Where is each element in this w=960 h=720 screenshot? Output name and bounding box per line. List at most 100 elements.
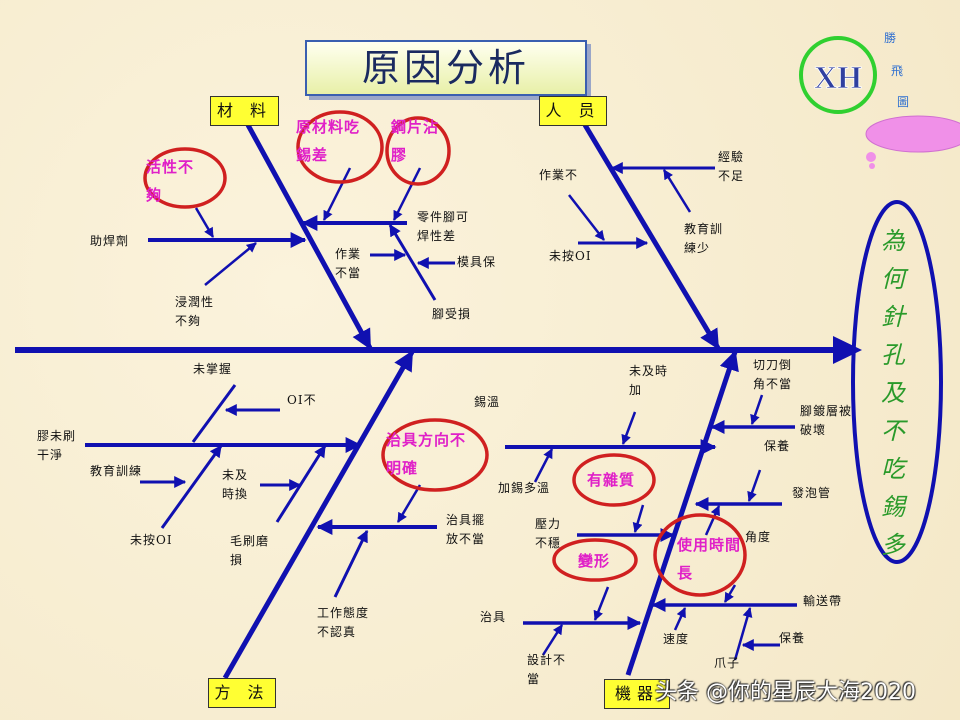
- label-flux: 助焊劑: [90, 234, 130, 248]
- logo-char: 圖: [897, 95, 909, 109]
- branch-not-added: [621, 411, 637, 445]
- branch-design: [541, 624, 564, 656]
- branch-plating: [750, 394, 764, 425]
- logo-char: 飛: [891, 64, 903, 78]
- label-plating: 腳鍍層被 破壞: [800, 404, 853, 437]
- highlight-circle-raw-material: [296, 110, 384, 184]
- page-title: 原因分析: [305, 40, 587, 96]
- logo-ring: [799, 36, 877, 114]
- label-cutter: 切刀倒 角不當: [753, 358, 793, 391]
- effect-char: 及: [881, 379, 905, 407]
- label-training: 教育訓 練少: [684, 222, 724, 255]
- label-fixture-placement: 治具擺 放不當: [446, 513, 486, 546]
- branch-claw: [733, 607, 753, 661]
- highlight-circle-stencil-glue: [385, 116, 451, 186]
- effect-char: 錫: [881, 493, 905, 521]
- branch-activity: [194, 207, 215, 238]
- label-design: 設計不 當: [527, 653, 567, 686]
- effect-char: 針: [881, 303, 905, 331]
- label-experience: 經驗 不足: [718, 150, 745, 183]
- logo-text: XH: [814, 59, 862, 95]
- label-conveyor: 輸送帶: [803, 594, 843, 608]
- label-foam-tube: 發泡管: [792, 486, 832, 500]
- label-speed: 速度: [663, 632, 690, 646]
- highlight-circle-deform: [552, 538, 638, 582]
- label-operation: 作業 不當: [335, 247, 362, 280]
- label-not-added: 未及時 加: [629, 364, 669, 397]
- logo-cloud-bubble: [866, 152, 876, 162]
- category-material: 材 料: [210, 96, 279, 126]
- label-not-follow-oi: 未按OI: [549, 249, 592, 263]
- label-oi-not: OI不: [287, 393, 317, 407]
- branch-raw-material: [322, 167, 352, 221]
- branch-angle: [704, 505, 721, 536]
- label-add-solder: 加錫多溫: [498, 481, 551, 495]
- branch-deform: [593, 586, 610, 621]
- branch-add-solder: [533, 448, 554, 483]
- logo-cloud-bubble: [869, 163, 875, 169]
- highlight-circle-activity: [143, 147, 227, 209]
- branch-maintenance1: [747, 469, 762, 502]
- effect-char: 為: [881, 227, 905, 255]
- spine-arrowhead: [833, 336, 862, 364]
- effect-label: 為何針孔及不吃錫多: [868, 222, 918, 564]
- label-impurity: 有雜質: [587, 471, 636, 489]
- category-method: 方 法: [208, 678, 276, 708]
- label-not-follow-oi-method: 未按OI: [130, 533, 173, 547]
- effect-char: 不: [881, 417, 905, 445]
- branch-stencil-glue: [392, 167, 422, 221]
- branch-attitude: [333, 529, 369, 598]
- branch-fixture-direction: [396, 484, 422, 523]
- label-unmastered: 未掌握: [193, 362, 233, 376]
- label-wetting: 浸潤性 不夠: [175, 295, 215, 328]
- category-people: 人 员: [539, 96, 607, 126]
- label-brush-worn: 毛刷磨 損: [230, 534, 270, 567]
- branch-usage-time: [723, 584, 737, 603]
- highlight-circle-usage-time: [653, 513, 747, 597]
- branch-pin-damage: [388, 223, 437, 301]
- bone-method: [222, 350, 415, 680]
- label-not-replaced: 未及 時換: [222, 468, 249, 501]
- label-usage-time: 使用時間 長: [677, 536, 742, 582]
- label-part-solderability: 零件腳可 焊性差: [417, 210, 470, 243]
- watermark: 头条 @你的星辰大海2020: [655, 680, 916, 705]
- label-maintenance2: 保養: [779, 631, 806, 645]
- bone-people: [582, 123, 721, 350]
- logo-cloud: [865, 115, 960, 153]
- branch-impurity: [632, 504, 645, 533]
- label-maintenance1: 保養: [764, 439, 791, 453]
- label-stencil-glue: 鋼片沾 膠: [391, 118, 440, 164]
- label-pressure: 壓力 不穩: [535, 517, 562, 550]
- label-fixture-direction: 治具方向不 明確: [386, 431, 467, 477]
- label-pin-damage: 腳受損: [432, 307, 472, 321]
- label-operation-people: 作業不: [539, 168, 579, 182]
- label-mold: 模具保: [457, 255, 497, 269]
- label-fixture: 治具: [480, 610, 507, 624]
- label-angle: 角度: [745, 530, 772, 544]
- category-machine: 機器: [604, 679, 670, 709]
- effect-char: 孔: [881, 341, 905, 369]
- label-activity: 活性不 夠: [146, 158, 195, 204]
- branch-unmastered: [191, 384, 237, 443]
- logo-char: 勝: [884, 30, 896, 45]
- logo: XH 勝 飛 圖: [799, 30, 960, 169]
- bone-material: [245, 123, 373, 350]
- bone-machine: [625, 350, 739, 676]
- highlight-circle-impurity: [572, 453, 656, 507]
- effect-ellipse: [851, 200, 943, 564]
- effect-char: 多: [881, 531, 905, 559]
- effect-char: 何: [881, 265, 905, 293]
- label-training-method: 教育訓練: [90, 464, 143, 478]
- branch-operation-people: [568, 194, 605, 241]
- label-attitude: 工作態度 不認真: [317, 606, 370, 639]
- branch-speed: [673, 607, 687, 631]
- label-solder-temp: 錫溫: [474, 395, 501, 409]
- label-raw-material: 原材料吃 錫差: [296, 118, 361, 164]
- branch-training: [662, 169, 692, 213]
- branch-not-follow-oi-method: [160, 445, 223, 529]
- effect-char: 吃: [881, 455, 905, 483]
- branch-wetting: [204, 242, 257, 286]
- label-glue-unclean: 膠未刷 干淨: [37, 429, 77, 462]
